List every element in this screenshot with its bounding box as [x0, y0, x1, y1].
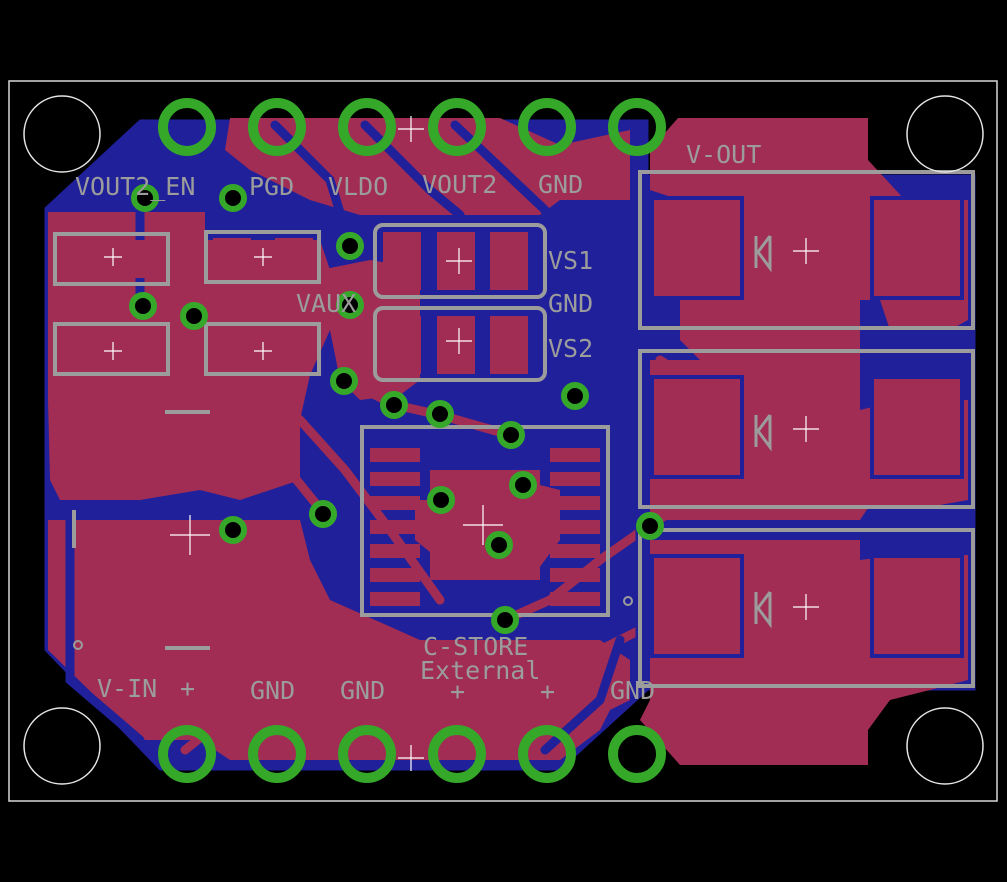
origin-crosses: [104, 116, 819, 771]
bottom-pad-outlines: [650, 196, 964, 658]
label-gnd-bottom-2: GND: [340, 676, 385, 705]
silkscreen-outlines: [53, 170, 975, 688]
label-vout2-en: VOUT2_EN: [75, 172, 195, 201]
label-gnd-mid: GND: [548, 289, 593, 318]
mounting-holes: [23, 95, 984, 785]
board-outline: [8, 80, 998, 802]
label-vout2: VOUT2: [422, 170, 497, 199]
label-vin: V-IN: [97, 674, 157, 703]
label-pgd: PGD: [249, 172, 294, 201]
mounting-hole: [23, 707, 101, 785]
label-plus-2: +: [540, 677, 555, 706]
vias: [129, 184, 664, 634]
label-vldo: VLDO: [328, 172, 388, 201]
label-external: External: [420, 656, 540, 685]
label-gnd-top: GND: [538, 170, 583, 199]
mounting-hole: [23, 95, 101, 173]
label-vin-plus: +: [180, 674, 195, 703]
label-vs2: VS2: [548, 334, 593, 363]
marker-dots: [73, 596, 633, 650]
diode-symbols: [754, 235, 772, 629]
label-plus-1: +: [450, 677, 465, 706]
label-vs1: VS1: [548, 246, 593, 275]
label-gnd-bottom-3: GND: [610, 676, 655, 705]
label-vout: V-OUT: [686, 140, 761, 169]
header-pins: [158, 98, 666, 783]
mounting-hole: [906, 707, 984, 785]
mounting-hole: [906, 95, 984, 173]
label-cstore: C-STORE: [423, 632, 528, 661]
label-vaux: VAUX: [296, 289, 356, 318]
silkscreen-labels: VOUT2_EN PGD VLDO VOUT2 GND V-OUT VS1 GN…: [75, 140, 761, 706]
label-gnd-bottom-1: GND: [250, 676, 295, 705]
